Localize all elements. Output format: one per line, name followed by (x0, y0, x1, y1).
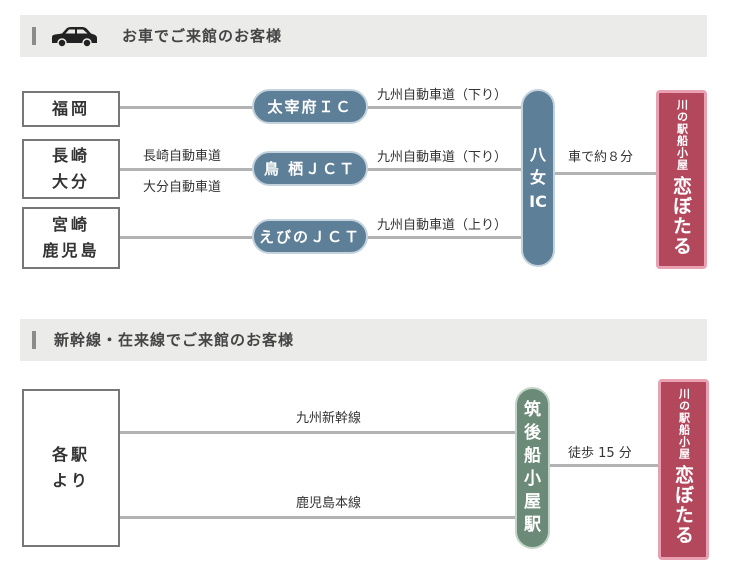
origin-fukuoka: 福岡 (22, 91, 120, 127)
kyushu-expressway-label: 九州自動車道（下り） (377, 150, 508, 165)
shinkansen-label: 九州新幹線 (296, 411, 362, 426)
destination-name: 恋ぼたる (672, 465, 694, 545)
destination-subtitle: 川の駅船小屋 (677, 388, 691, 460)
station-char: 後 (524, 423, 541, 444)
destination-subtitle: 川の駅船小屋 (675, 99, 689, 171)
origin-label: 福岡 (51, 99, 90, 119)
jct-tosu: 鳥 栖ＪＣＴ (252, 151, 368, 186)
origin-each-station: 各駅 より (22, 389, 120, 547)
origin-label: 鹿児島 (42, 241, 100, 260)
origin-label: 長崎 (51, 146, 90, 166)
rail-line-kagoshima-main (118, 516, 518, 519)
jct-ebino: えびのＪＣＴ (252, 219, 368, 254)
rail-line-shinkansen (118, 431, 518, 434)
origin-nagasaki-oita: 長崎 大分 (22, 139, 120, 199)
train-section-title: 新幹線・在来線でご来館のお客様 (54, 331, 295, 349)
origin-label: 宮崎 (51, 215, 90, 235)
yame-ic-char: 八 (529, 145, 546, 165)
kagoshima-line-label: 鹿児島本線 (296, 496, 362, 511)
destination-koibotaru-train: 川の駅船小屋 恋ぼたる (658, 379, 709, 560)
yame-ic-char: 女 (529, 168, 546, 188)
car-section-header: お車でご来館のお客様 (20, 15, 707, 57)
origin-label: より (52, 471, 90, 490)
station-char: 船 (524, 446, 541, 467)
train-section-header: 新幹線・在来線でご来館のお客様 (20, 319, 707, 361)
car-section-title: お車でご来館のお客様 (122, 27, 283, 45)
station-char: 屋 (524, 491, 541, 512)
chikugo-funagoya-station: 筑 後 船 小 屋 駅 (515, 387, 550, 549)
origin-miyazaki-kagoshima: 宮崎 鹿児島 (22, 207, 120, 269)
station-char: 筑 (524, 400, 541, 421)
car-icon (52, 27, 97, 48)
yame-ic: 八 女 IC (521, 89, 555, 267)
walk-time-label: 徒歩 15 分 (568, 446, 632, 461)
origin-label: 大分 (51, 172, 90, 191)
drive-time-label: 車で約８分 (568, 150, 634, 165)
destination-name: 恋ぼたる (670, 176, 692, 256)
section-accent-bar (32, 27, 36, 45)
nagasaki-expressway-label: 長崎自動車道 (143, 149, 222, 164)
ic-dazaifu: 太宰府ＩＣ (252, 89, 368, 124)
origin-label: 各駅 (51, 445, 90, 465)
kyushu-expressway-label: 九州自動車道（上り） (377, 218, 508, 233)
route-line-to-destination (552, 172, 658, 175)
section-accent-bar (32, 331, 36, 349)
yame-ic-char: IC (529, 191, 547, 211)
station-char: 小 (524, 469, 541, 489)
station-char: 駅 (524, 514, 541, 535)
oita-expressway-label: 大分自動車道 (143, 180, 222, 195)
kyushu-expressway-label: 九州自動車道（下り） (377, 88, 508, 103)
destination-koibotaru-car: 川の駅船小屋 恋ぼたる (656, 90, 707, 269)
walk-line (548, 464, 660, 467)
